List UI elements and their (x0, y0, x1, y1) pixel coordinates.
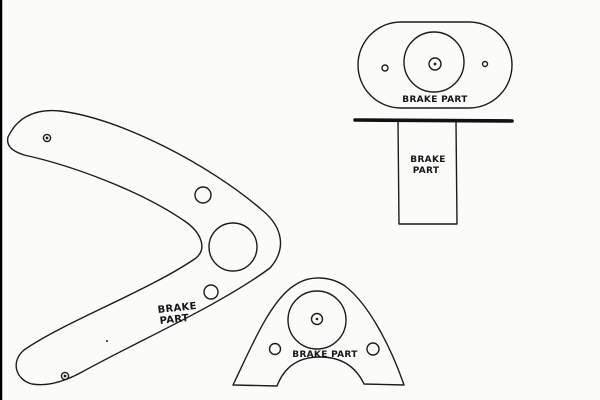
oval-outline (357, 21, 513, 109)
brake-part-top-view: BRAKE PART (357, 21, 513, 109)
arm-small-hole (194, 186, 212, 204)
oval-label: BRAKE PART (402, 95, 468, 105)
oval-left-hole (381, 64, 389, 72)
oval-boss-circle (403, 31, 465, 93)
arm-bottom-hole-mark (63, 374, 67, 378)
side-block-label-line2: PART (413, 166, 440, 176)
arm-label-line1: BRAKE (157, 301, 197, 316)
oval-center-hole (428, 57, 442, 71)
arm-lower-hole (203, 284, 219, 300)
arm-large-hole (208, 222, 258, 272)
arm-ink-mark (106, 340, 108, 342)
oval-center-mark (433, 62, 437, 66)
side-view-top-bar (353, 118, 514, 123)
brake-part-side-view: BRAKE PART (353, 118, 514, 225)
bracket-outline (232, 277, 405, 387)
side-block-label-line1: BRAKE (410, 155, 445, 165)
side-view-block (397, 121, 458, 225)
brake-part-arm: BRAKE PART (6, 109, 282, 386)
bracket-label: BRAKE PART (292, 350, 358, 360)
bracket-center-mark (315, 317, 319, 321)
bracket-right-hole (366, 342, 380, 356)
arm-label-line2: PART (159, 313, 189, 327)
arm-outline (6, 109, 282, 386)
bracket-center-hole (310, 312, 324, 326)
bracket-left-hole (268, 342, 282, 356)
arm-top-hole (42, 133, 52, 143)
brake-part-bracket: BRAKE PART (232, 277, 405, 387)
arm-top-hole-mark (45, 136, 49, 140)
arm-bottom-hole (60, 371, 70, 381)
oval-right-hole (481, 60, 489, 68)
bracket-boss-circle (287, 290, 347, 350)
